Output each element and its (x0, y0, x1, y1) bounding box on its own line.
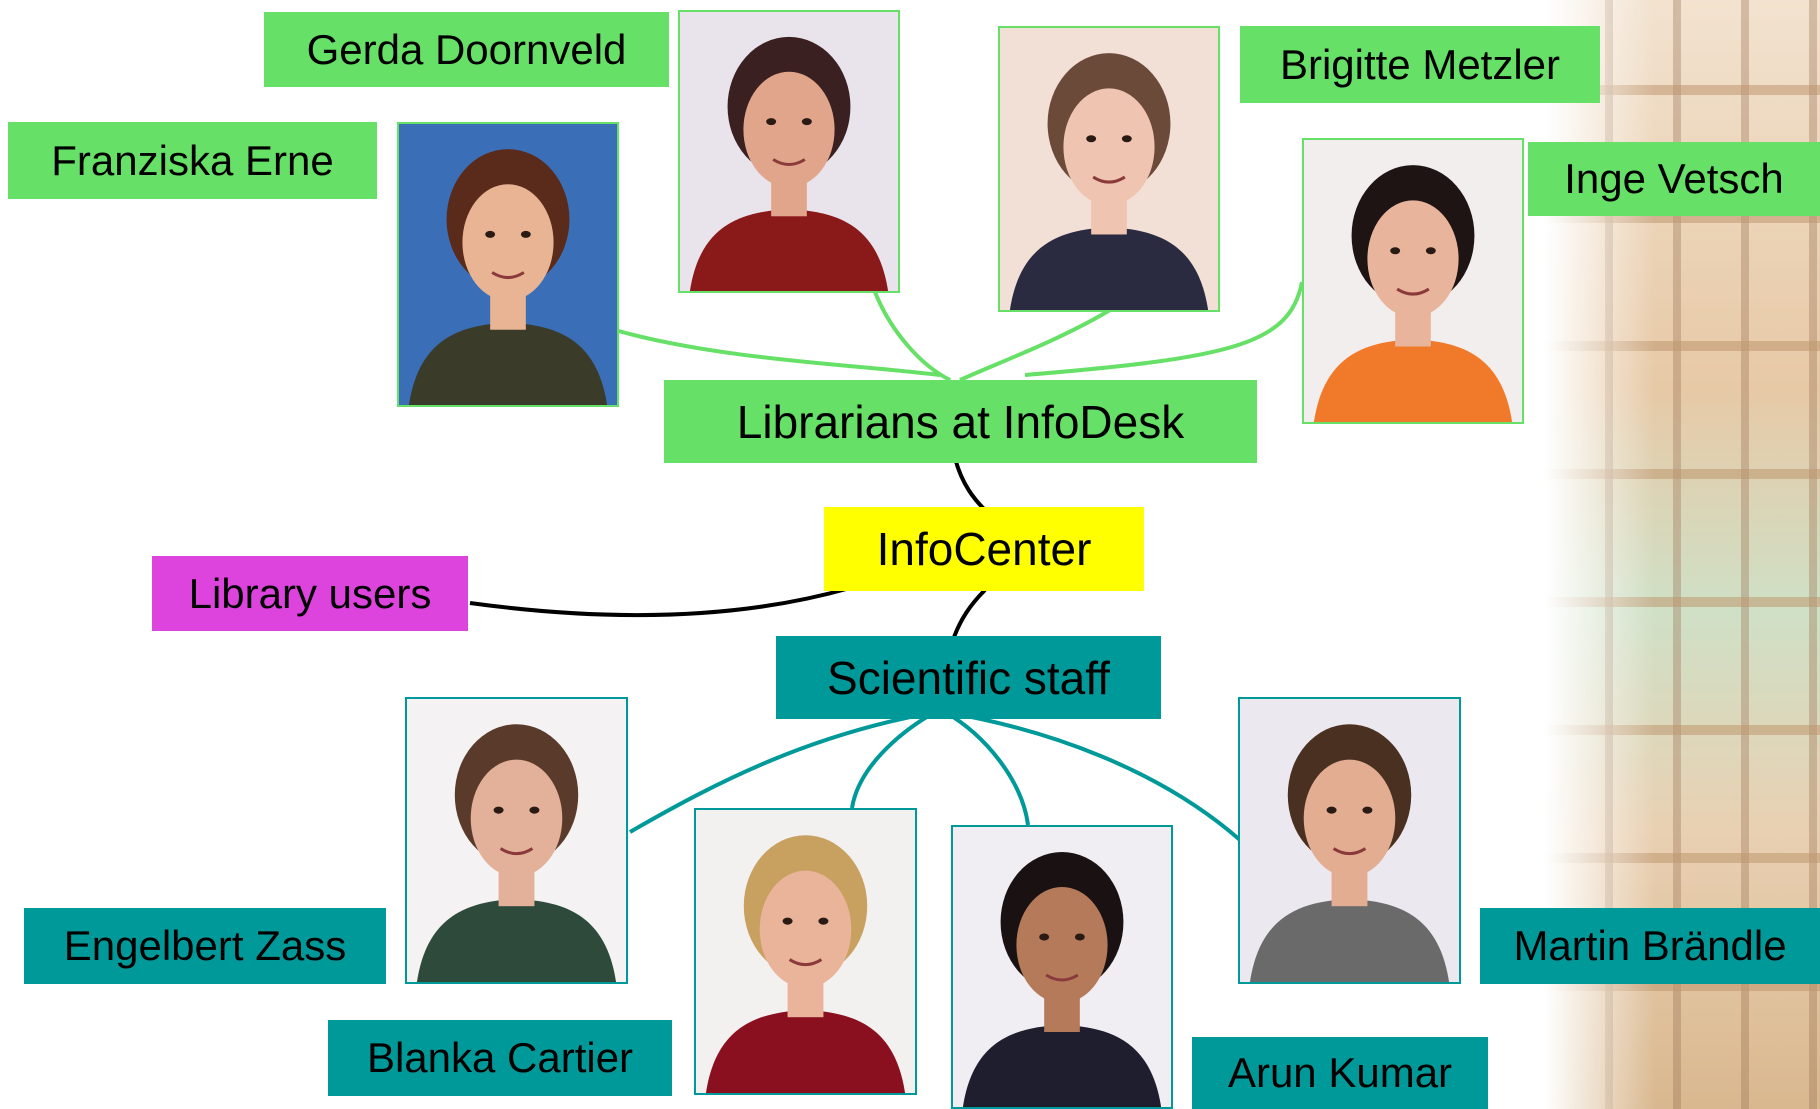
portrait-eye-left (1326, 806, 1337, 814)
portrait-mouth (1092, 175, 1126, 184)
name-label-brigitte-metzler: Brigitte Metzler (1240, 26, 1600, 103)
name-label-arun-kumar: Arun Kumar (1192, 1037, 1488, 1109)
name-label-martin-brandle: Martin Brändle (1480, 908, 1820, 984)
portrait-illustration (1240, 699, 1459, 982)
link-blanka (850, 710, 936, 809)
name-label-engelbert-zass: Engelbert Zass (24, 908, 386, 984)
name-label-inge-vetsch: Inge Vetsch (1528, 142, 1820, 216)
link-brigitte (959, 308, 1112, 382)
group-label-scientific-staff: Scientific staff (776, 636, 1161, 719)
portrait-face (1367, 200, 1459, 318)
portrait-mouth (788, 958, 823, 967)
link-franziska (614, 328, 941, 377)
link-gerda (873, 291, 951, 382)
link-librarians-center (953, 457, 987, 512)
photo-inge-vetsch (1302, 138, 1524, 424)
portrait-shoulders (408, 322, 608, 405)
portrait-eye-left (1390, 247, 1401, 255)
portrait-eye-right (1362, 806, 1373, 814)
portrait-eye-right (520, 230, 531, 238)
portrait-eye-right (818, 917, 829, 925)
link-martin (944, 710, 1242, 842)
portrait-illustration (1304, 140, 1522, 422)
portrait-illustration (407, 699, 626, 982)
name-label-franziska-erne: Franziska Erne (8, 122, 377, 199)
group-label-librarians: Librarians at InfoDesk (664, 380, 1257, 463)
photo-martin-brandle (1238, 697, 1461, 984)
photo-gerda-doornveld (678, 10, 900, 293)
users-label-library-users: Library users (152, 556, 468, 631)
portrait-eye-left (493, 806, 504, 814)
portrait-mouth (491, 271, 525, 280)
name-label-blanka-cartier: Blanka Cartier (328, 1020, 672, 1096)
portrait-eye-left (1086, 135, 1097, 143)
portrait-shoulders (689, 209, 889, 291)
portrait-eye-left (1039, 933, 1050, 941)
portrait-illustration (953, 827, 1171, 1107)
portrait-mouth (1396, 287, 1430, 296)
portrait-illustration (696, 810, 915, 1093)
portrait-shoulders (416, 899, 617, 982)
portrait-face (743, 71, 835, 188)
link-users-center (469, 586, 851, 618)
portrait-eye-left (782, 917, 793, 925)
link-inge (1024, 281, 1304, 377)
portrait-eye-right (1074, 933, 1085, 941)
portrait-eye-left (485, 230, 496, 238)
link-engelbert (628, 710, 936, 834)
portrait-illustration (1000, 28, 1218, 310)
portrait-shoulders (962, 1025, 1162, 1107)
link-center-scientific (951, 588, 987, 641)
portrait-mouth (1332, 847, 1367, 856)
portrait-face (1016, 887, 1108, 1003)
photo-arun-kumar (951, 825, 1173, 1109)
portrait-eye-right (1425, 247, 1436, 255)
photo-franziska-erne (397, 122, 619, 407)
photo-engelbert-zass (405, 697, 628, 984)
portrait-face (470, 759, 563, 877)
portrait-eye-left (766, 118, 777, 126)
portrait-face (462, 184, 554, 301)
photo-brigitte-metzler (998, 26, 1220, 312)
portrait-illustration (680, 12, 898, 291)
portrait-shoulders (1009, 227, 1209, 310)
portrait-shoulders (1249, 899, 1450, 982)
portrait-mouth (772, 158, 806, 166)
portrait-eye-right (801, 118, 812, 126)
portrait-face (1303, 759, 1396, 877)
center-label-infocenter: InfoCenter (824, 507, 1144, 591)
portrait-face (1063, 88, 1155, 206)
portrait-illustration (399, 124, 617, 405)
portrait-shoulders (1313, 339, 1513, 422)
portrait-shoulders (705, 1010, 906, 1093)
portrait-mouth (1045, 973, 1079, 982)
link-arun (944, 710, 1030, 826)
portrait-face (759, 870, 852, 988)
portrait-eye-right (529, 806, 540, 814)
name-label-gerda-doornveld: Gerda Doornveld (264, 12, 669, 87)
portrait-mouth (499, 847, 534, 856)
portrait-eye-right (1121, 135, 1132, 143)
photo-blanka-cartier (694, 808, 917, 1095)
